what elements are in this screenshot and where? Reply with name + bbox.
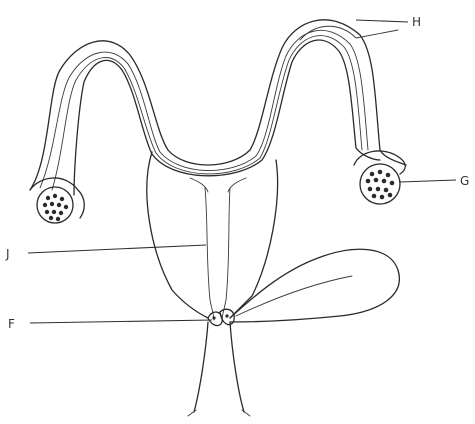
- label-h: H: [412, 15, 421, 29]
- label-g: G: [460, 174, 469, 188]
- leader-g: [400, 180, 456, 182]
- label-f: F: [8, 317, 15, 331]
- ovary-body: [147, 152, 278, 320]
- leader-h: [356, 20, 408, 22]
- left-stigma: [30, 178, 84, 223]
- leader-f: [30, 320, 212, 323]
- right-stigma: [354, 151, 405, 204]
- leader-j: [28, 245, 206, 253]
- label-j: J: [5, 247, 10, 261]
- style-arch: [30, 20, 406, 195]
- stalk: [188, 322, 250, 416]
- petal: [230, 249, 399, 322]
